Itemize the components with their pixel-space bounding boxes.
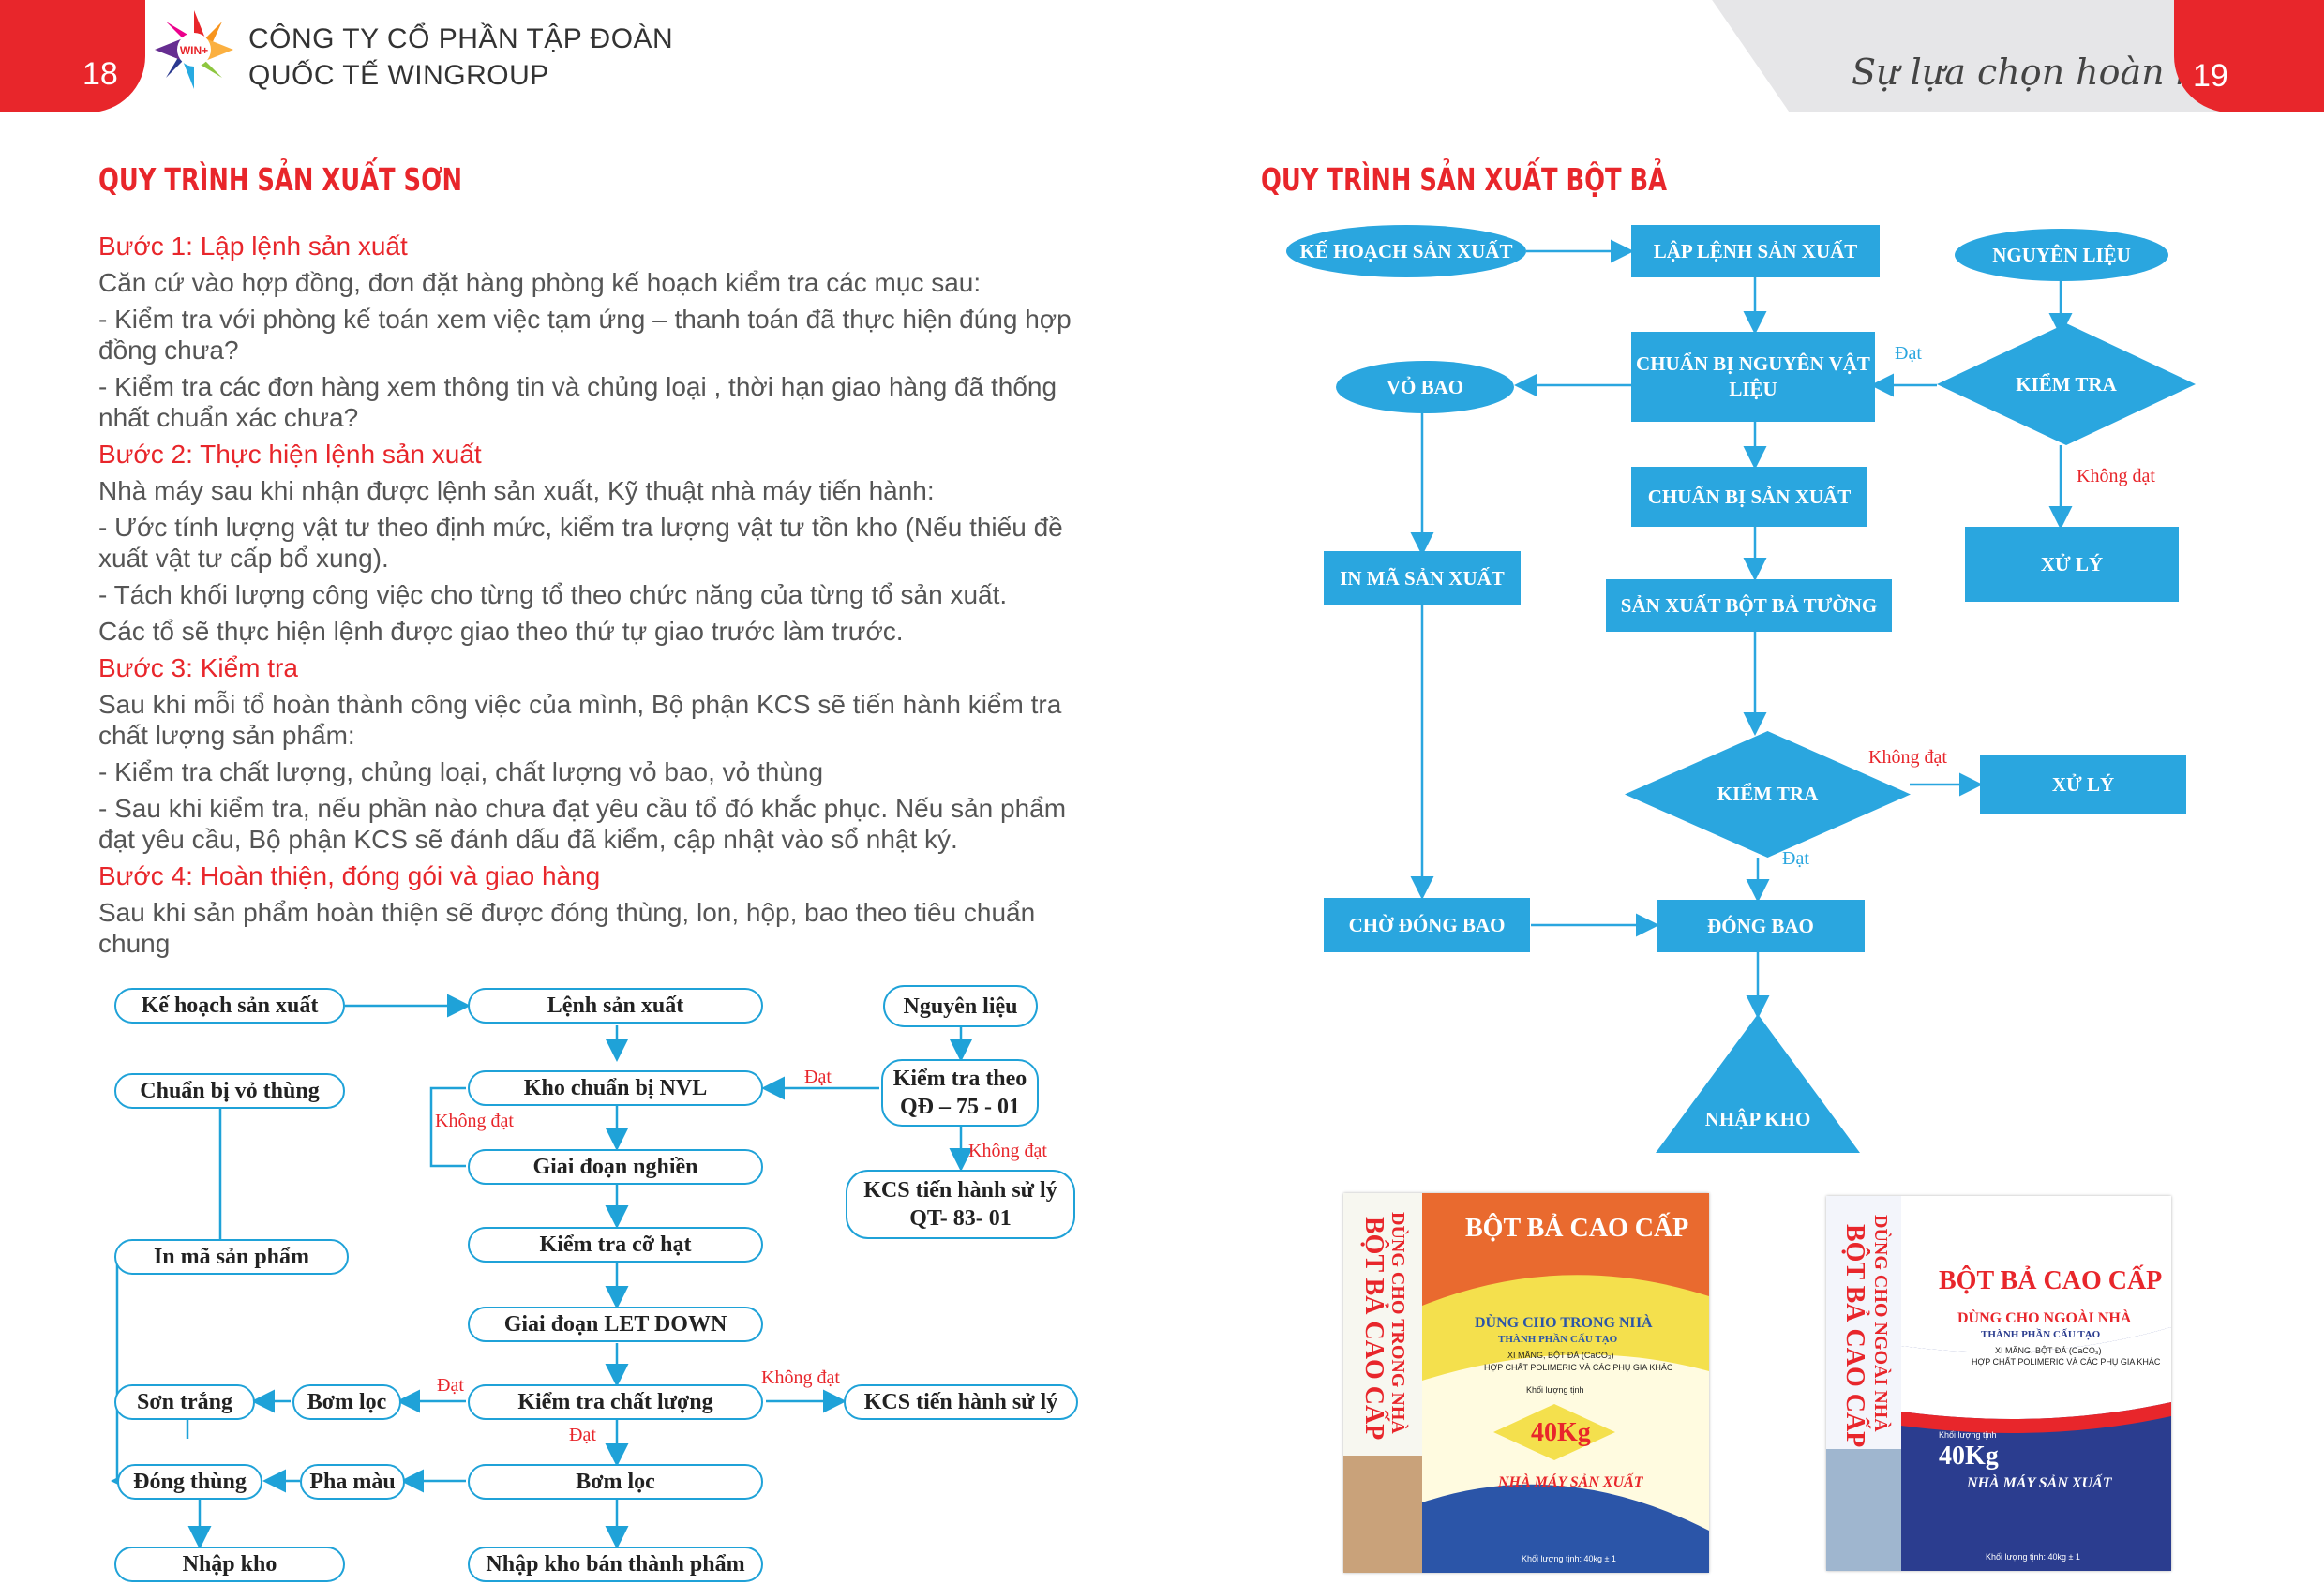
paragraph: - Kiểm tra với phòng kế toán xem việc tạ…: [98, 305, 1072, 365]
bag-front-artwork: [1422, 1193, 1709, 1573]
bag-front-artwork: [1901, 1196, 2171, 1571]
bag-side-title: BỘT BẢ CAO CẤP: [1840, 1224, 1869, 1448]
putty-flow-chuan-bi-sx: CHUẨN BỊ SẢN XUẤT: [1631, 467, 1867, 527]
bag-composition: HỢP CHẤT POLIMERIC VÀ CÁC PHỤ GIA KHÁC: [1484, 1363, 1673, 1372]
paint-flow-son-trang: Sơn trắng: [114, 1384, 255, 1420]
paragraph: - Kiểm tra các đơn hàng xem thông tin và…: [98, 372, 1057, 432]
bag-factory: NHÀ MÁY SẢN XUẤT: [1498, 1474, 1643, 1490]
paragraph: - Ước tính lượng vật tư theo định mức, k…: [98, 513, 1063, 573]
bag-side-title: BỘT BẢ CAO CẤP: [1359, 1217, 1388, 1441]
paint-flow-kcs-xu-ly: KCS tiến hành sử lý: [844, 1384, 1078, 1420]
putty-flow-vo-bao: VỎ BAO: [1336, 361, 1514, 413]
page-number-left-tab: 18: [0, 0, 145, 112]
putty-flow-dong-bao: ĐÓNG BAO: [1657, 900, 1865, 952]
putty-flow-ke-hoach: KẾ HOẠCH SẢN XUẤT: [1286, 225, 1526, 277]
label-khong-dat: Không đạt: [435, 1111, 514, 1131]
paint-flow-kiem-tra-co-hat: Kiểm tra cỡ hạt: [468, 1227, 763, 1263]
bag-composition: HỢP CHẤT POLIMERIC VÀ CÁC PHỤ GIA KHÁC: [1972, 1357, 2161, 1367]
paint-flow-let-down: Giai đoạn LET DOWN: [468, 1307, 763, 1342]
bag-title: BỘT BẢ CAO CẤP: [1939, 1266, 2163, 1295]
bag-side-subtitle: DÙNG CHO NGOÀI NHÀ: [1870, 1215, 1891, 1432]
paint-flow-kiem-tra-qd: Kiểm tra theo QĐ – 75 - 01: [881, 1059, 1039, 1127]
label-khong-dat: Không đạt: [968, 1141, 1047, 1161]
putty-flow-nguyen-lieu: NGUYÊN LIỆU: [1955, 229, 2168, 281]
page-number-left: 18: [82, 56, 118, 92]
product-bag-outdoor: BỘT BẢ CAO CẤP DÙNG CHO NGOÀI NHÀ BỘT BẢ…: [1826, 1196, 2171, 1571]
header-grey-band: [1712, 0, 2221, 112]
bag-footer: Khối lượng tịnh: 40kg ± 1: [1522, 1554, 1616, 1563]
bag-weight: 40Kg: [1939, 1442, 1999, 1471]
paragraph: Nhà máy sau khi nhận được lệnh sản xuất,…: [98, 476, 935, 505]
paragraph: Sau khi mỗi tổ hoàn thành công việc của …: [98, 690, 1062, 750]
paragraph: Căn cứ vào hợp đồng, đơn đặt hàng phòng …: [98, 268, 982, 297]
bag-composition-title: THÀNH PHẦN CẤU TẠO: [1981, 1329, 2101, 1340]
label-dat: Đạt: [1782, 848, 1809, 869]
paragraph: Sau khi sản phẩm hoàn thiện sẽ được đóng…: [98, 898, 1036, 958]
putty-flow-sx-bot-ba: SẢN XUẤT BỘT BẢ TƯỜNG: [1606, 579, 1892, 632]
bag-composition: XI MĂNG, BỘT ĐÁ (CaCO₃): [1995, 1346, 2102, 1355]
company-name: CÔNG TY CỔ PHẦN TẬP ĐOÀN QUỐC TẾ WINGROU…: [248, 21, 673, 94]
paint-flow-nhap-kho: Nhập kho: [114, 1547, 345, 1582]
paragraph: - Sau khi kiểm tra, nếu phần nào chưa đạ…: [98, 794, 1067, 854]
putty-flow-lap-lenh: LẬP LỆNH SẢN XUẤT: [1631, 225, 1880, 277]
step-1-heading: Bước 1: Lập lệnh sản xuất: [98, 232, 408, 261]
label-khong-dat: Không đạt: [1868, 747, 1947, 768]
putty-flow-chuan-bi-nvl: CHUẨN BỊ NGUYÊN VẬT LIỆU: [1631, 332, 1875, 422]
page-number-right: 19: [2193, 58, 2228, 94]
paint-flow-bom-loc-2: Bơm lọc: [468, 1464, 763, 1500]
putty-flow-xu-ly-1: XỬ LÝ: [1965, 527, 2179, 602]
putty-flow-cho-dong-bao: CHỜ ĐÓNG BAO: [1324, 898, 1530, 952]
putty-flow-in-ma: IN MÃ SẢN XUẤT: [1324, 551, 1521, 605]
paint-process-text: Bước 1: Lập lệnh sản xuất Căn cứ vào hợp…: [98, 225, 1078, 964]
paint-flow-nguyen-lieu: Nguyên liệu: [883, 985, 1038, 1027]
bag-composition-title: THÀNH PHẦN CẤU TẠO: [1498, 1334, 1618, 1345]
bag-use: DÙNG CHO TRONG NHÀ: [1475, 1315, 1653, 1331]
label-dat: Đạt: [1895, 343, 1922, 364]
putty-flow-xu-ly-2: XỬ LÝ: [1980, 755, 2186, 814]
paragraph: Các tổ sẽ thực hiện lệnh được giao theo …: [98, 617, 904, 646]
paint-flow-dong-thung: Đóng thùng: [117, 1464, 262, 1500]
bag-factory: NHÀ MÁY SẢN XUẤT: [1967, 1475, 2112, 1491]
paint-flow-bom-loc-1: Bơm lọc: [292, 1384, 401, 1420]
bag-net-label: Khối lượng tịnh: [1939, 1430, 1997, 1440]
paint-flow-nhap-kho-btp: Nhập kho bán thành phẩm: [468, 1547, 763, 1582]
house-image: [1826, 1449, 1901, 1571]
company-logo: WIN+: [152, 7, 236, 92]
bag-weight: 40Kg: [1531, 1418, 1591, 1447]
bag-side-subtitle: DÙNG CHO TRONG NHÀ: [1387, 1212, 1408, 1434]
section-title-paint: QUY TRÌNH SẢN XUẤT SƠN: [98, 161, 463, 198]
logo-text: WIN+: [180, 44, 208, 57]
bag-title: BỘT BẢ CAO CẤP: [1465, 1214, 1689, 1243]
label-dat: Đạt: [437, 1375, 464, 1396]
label-dat: Đạt: [569, 1425, 596, 1445]
bag-footer: Khối lượng tịnh: 40kg ± 1: [1986, 1552, 2080, 1562]
label-khong-dat: Không đạt: [761, 1367, 840, 1388]
bag-use: DÙNG CHO NGOÀI NHÀ: [1957, 1310, 2132, 1326]
step-4-heading: Bước 4: Hoàn thiện, đóng gói và giao hàn…: [98, 861, 601, 890]
paragraph: - Kiểm tra chất lượng, chủng loại, chất …: [98, 757, 824, 786]
step-3-heading: Bước 3: Kiểm tra: [98, 653, 298, 682]
company-name-line1: CÔNG TY CỔ PHẦN TẬP ĐOÀN: [248, 23, 674, 54]
paint-flow-chuan-bi-vo-thung: Chuẩn bị vỏ thùng: [114, 1073, 345, 1109]
paint-flow-giai-doan-nghien: Giai đoạn nghiền: [468, 1149, 763, 1185]
page-number-right-tab: 19: [2174, 0, 2324, 112]
paint-flow-pha-mau: Pha màu: [300, 1464, 405, 1500]
room-image: [1343, 1456, 1422, 1573]
paint-flow-in-ma: In mã sản phẩm: [114, 1239, 349, 1275]
company-name-line2: QUỐC TẾ WINGROUP: [248, 60, 549, 91]
bag-composition: XI MĂNG, BỘT ĐÁ (CaCO₃): [1507, 1351, 1614, 1360]
label-dat: Đạt: [804, 1067, 832, 1087]
section-title-putty: QUY TRÌNH SẢN XUẤT BỘT BẢ: [1261, 161, 1668, 198]
product-bag-indoor: BỘT BẢ CAO CẤP DÙNG CHO TRONG NHÀ BỘT BẢ…: [1343, 1193, 1709, 1573]
bag-net-label: Khối lượng tịnh: [1526, 1385, 1584, 1395]
paint-flow-lenh-san-xuat: Lệnh sản xuất: [468, 988, 763, 1024]
paint-flow-kho-nvl: Kho chuẩn bị NVL: [468, 1070, 763, 1106]
paint-flow-kcs-qt: KCS tiến hành sử lý QT- 83- 01: [846, 1170, 1075, 1239]
paint-flow-ke-hoach: Kế hoạch sản xuất: [114, 988, 345, 1024]
label-khong-dat: Không đạt: [2077, 466, 2155, 486]
paint-flow-kiem-tra-chat-luong: Kiểm tra chất lượng: [468, 1384, 763, 1420]
step-2-heading: Bước 2: Thực hiện lệnh sản xuất: [98, 440, 482, 469]
paragraph: - Tách khối lượng công việc cho từng tổ …: [98, 580, 1008, 609]
